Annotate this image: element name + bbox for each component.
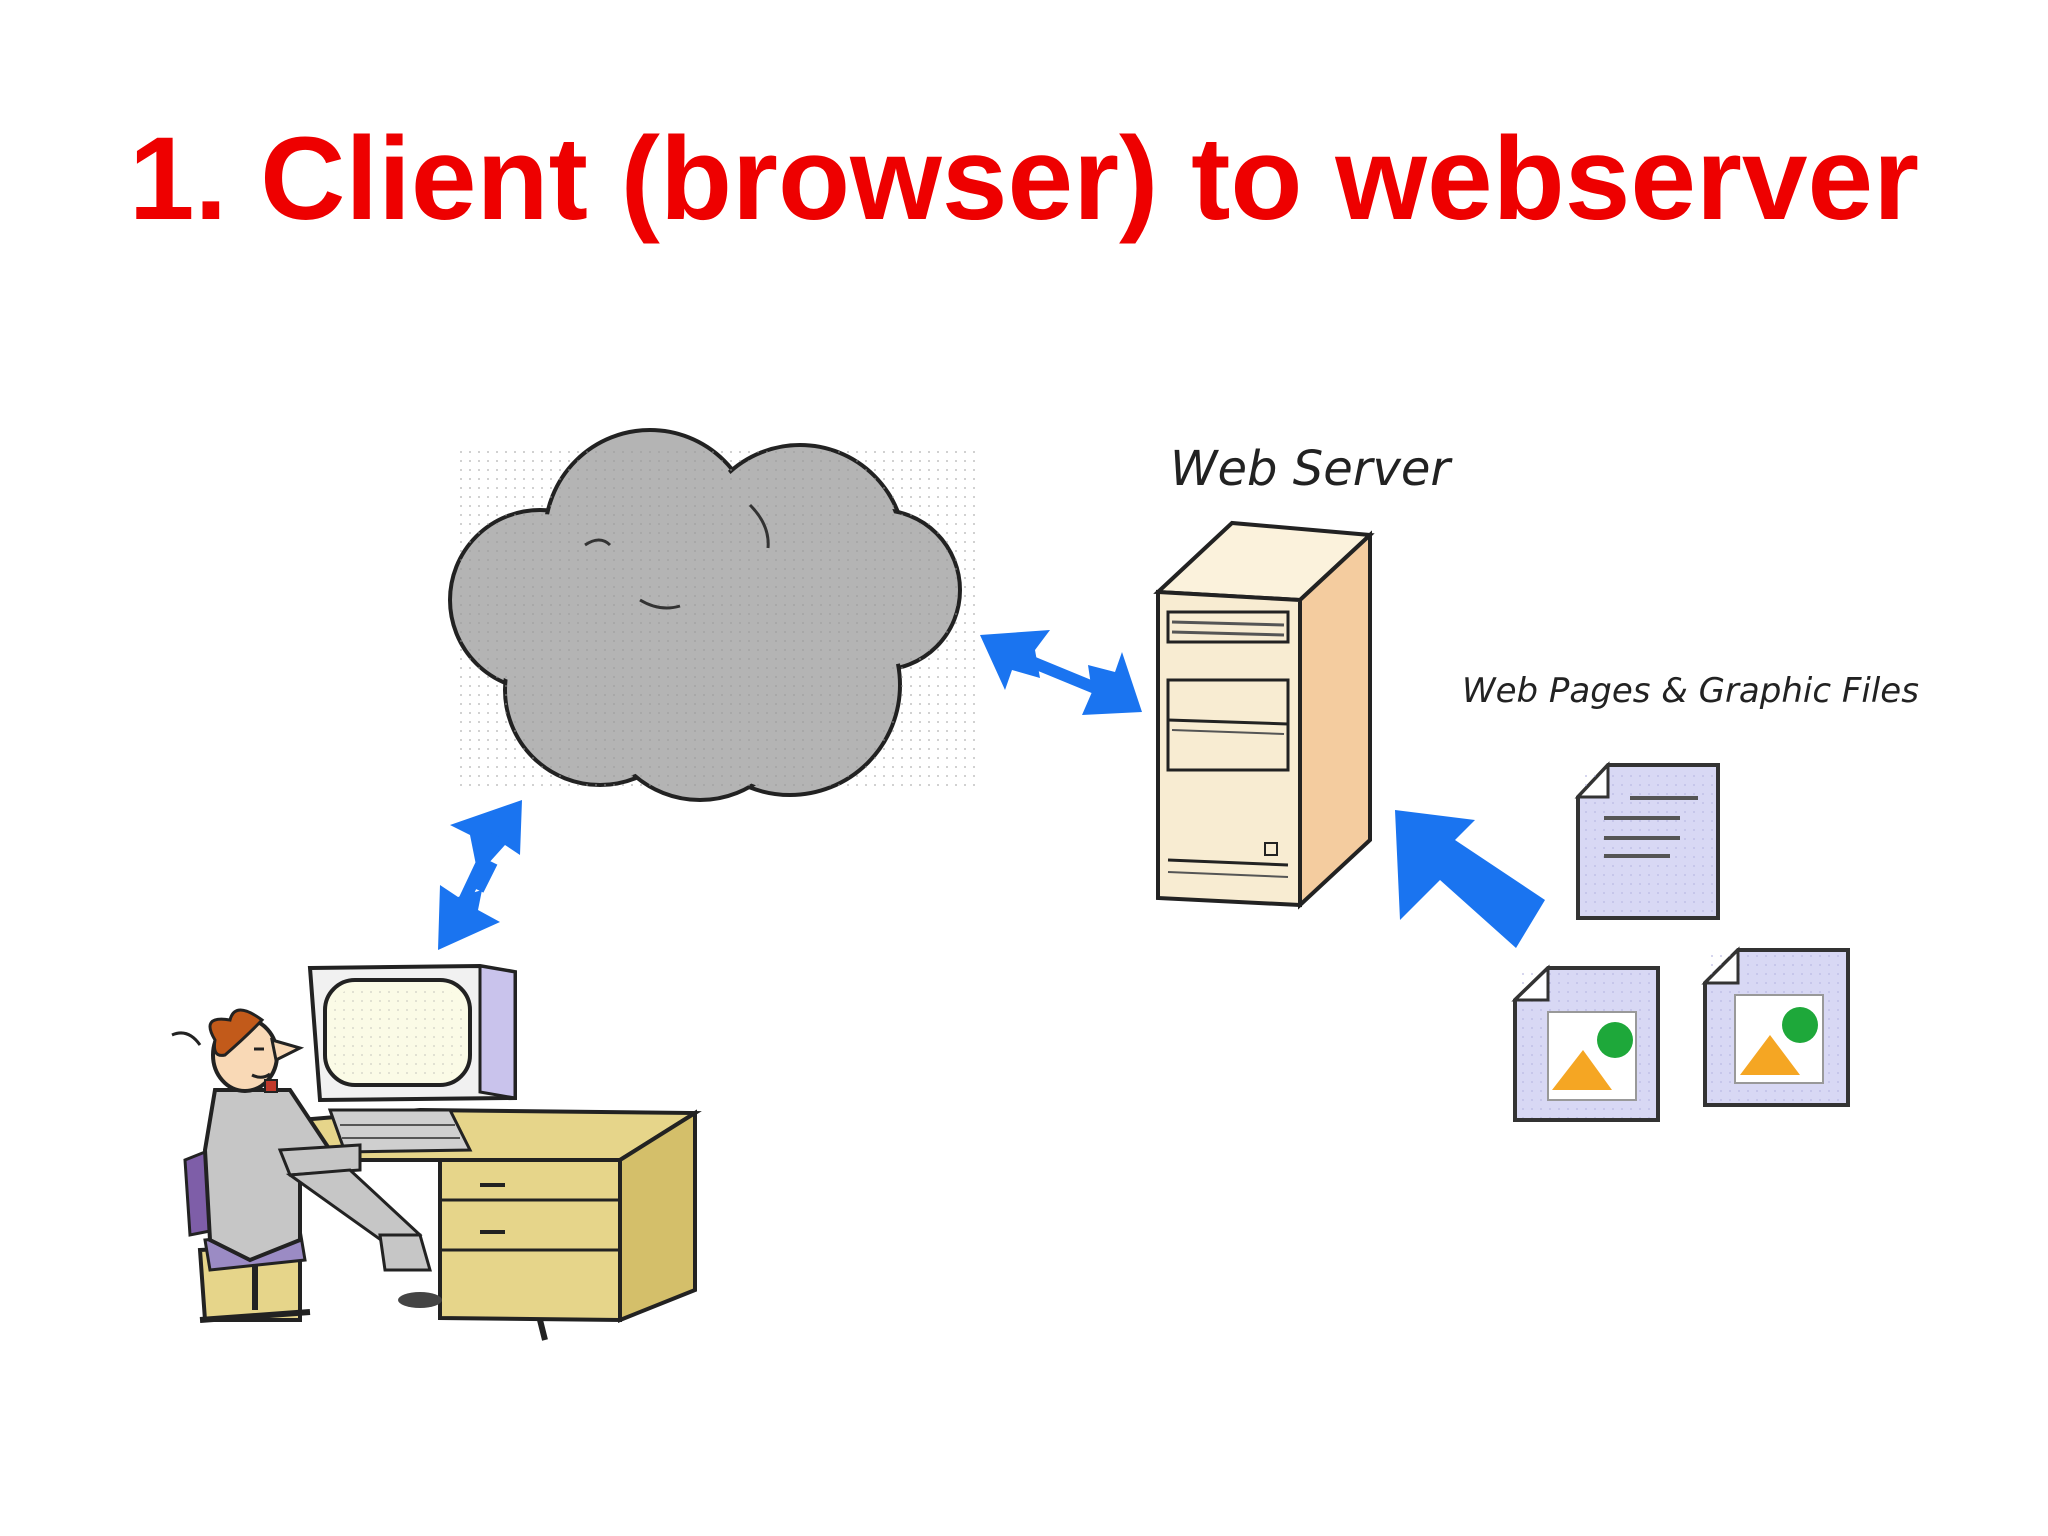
server-label: Web Server: [1170, 441, 1453, 497]
arrow-cloud-client: [438, 800, 522, 950]
files-label: Web Pages & Graphic Files: [1462, 671, 1919, 711]
cloud-icon: [448, 428, 980, 802]
text-document-icon: [1574, 761, 1720, 920]
slide-title: 1. Client (browser) to webserver: [128, 113, 1920, 245]
image-document-icon: [1511, 964, 1660, 1122]
arrow-cloud-server: [980, 630, 1142, 715]
server-tower-icon: [1153, 520, 1375, 910]
user-at-computer-icon: [171, 963, 702, 1341]
arrow-files-server: [1395, 810, 1545, 948]
image-document-icon: [1701, 946, 1850, 1107]
